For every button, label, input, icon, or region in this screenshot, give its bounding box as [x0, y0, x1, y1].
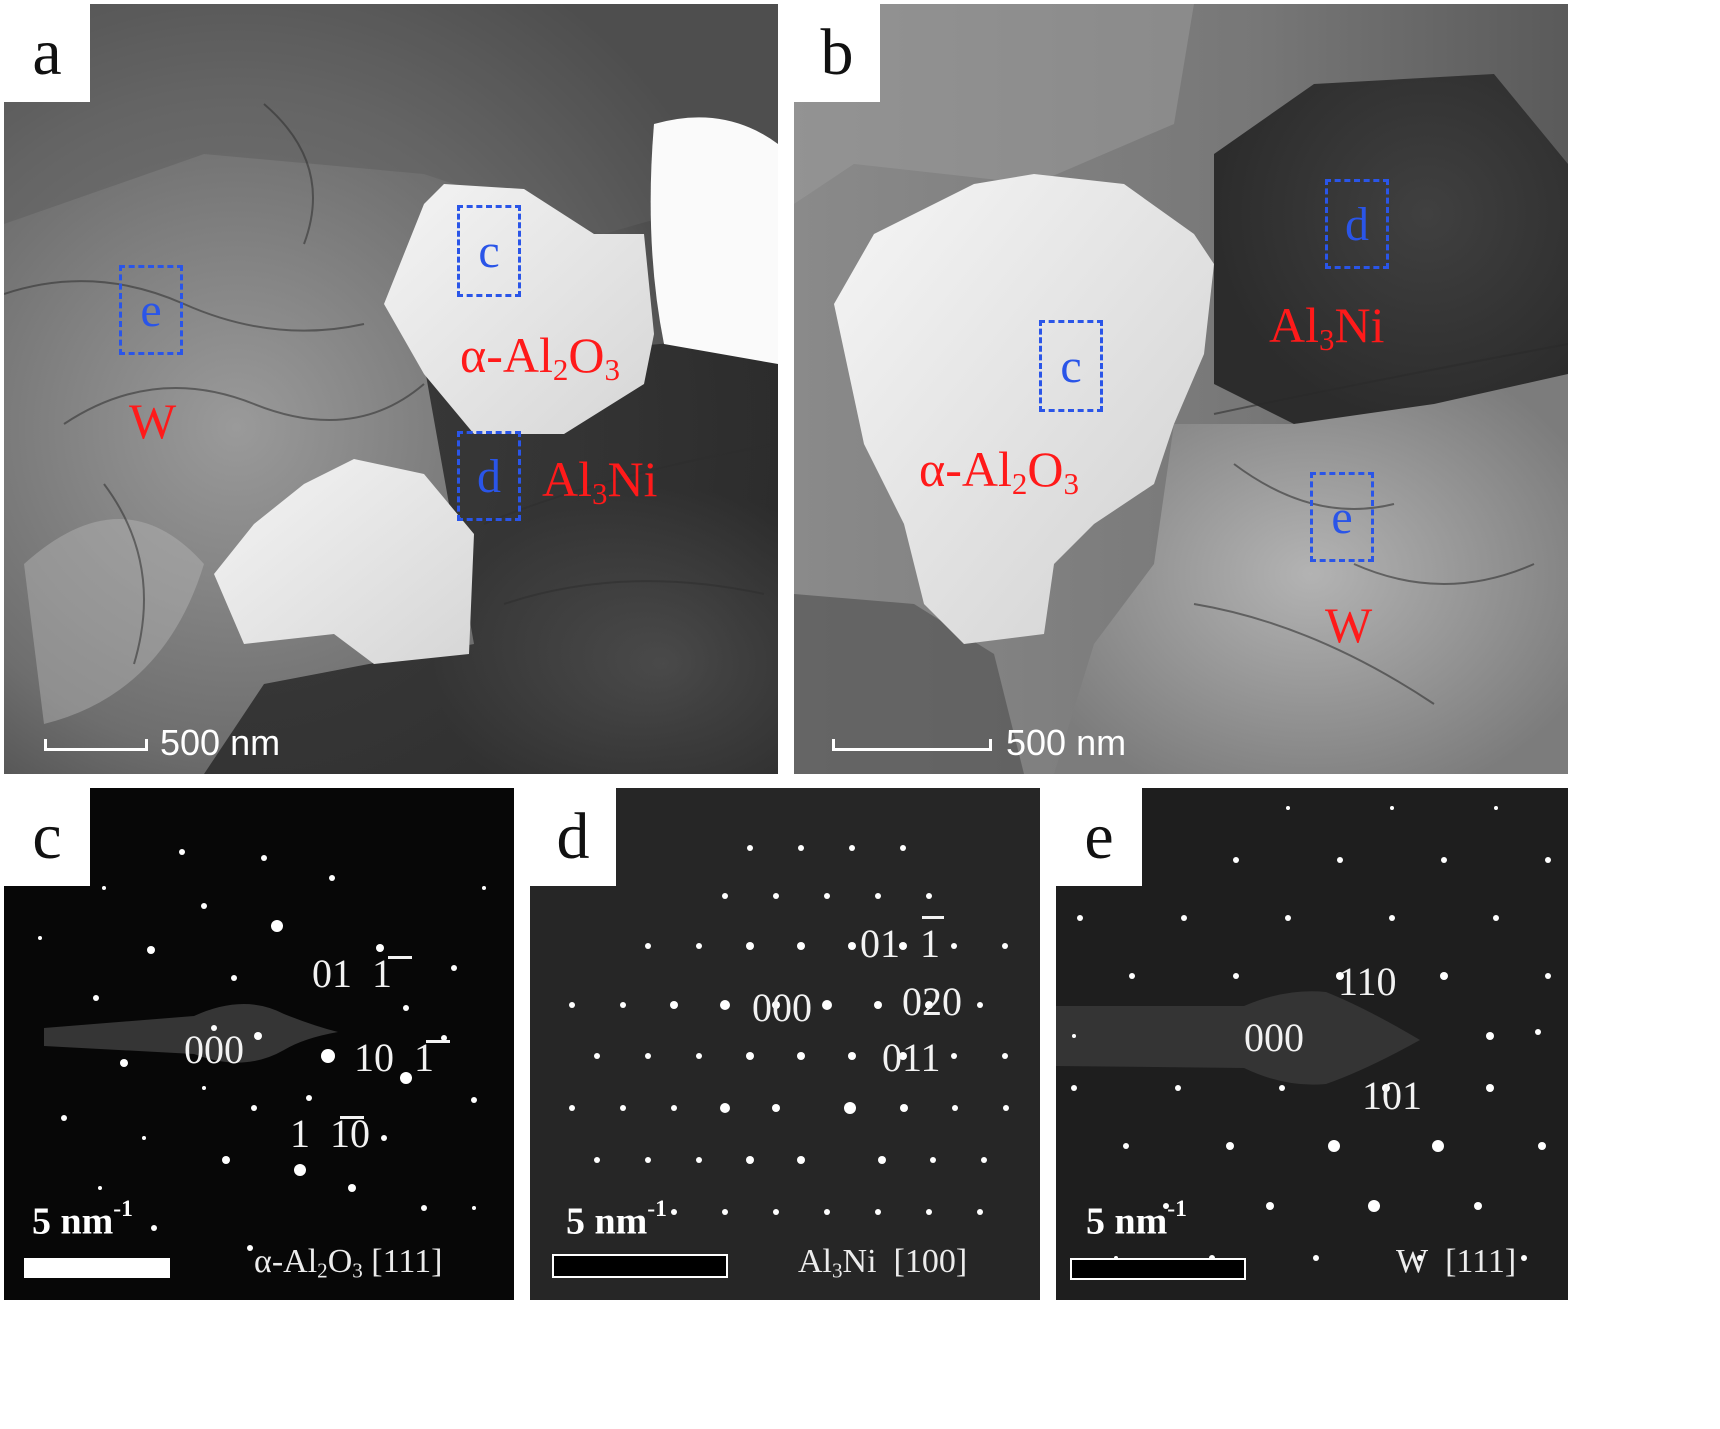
- scale-bar-label: 500 nm: [160, 722, 281, 763]
- panel-letter-a: a: [4, 4, 90, 102]
- spot-index-10-1: 10 1: [354, 1035, 434, 1080]
- selected-area-box-c: c: [1039, 320, 1103, 412]
- spot-index-110: 110: [1338, 959, 1397, 1004]
- selected-area-box-c: c: [457, 205, 521, 297]
- panel-letter-d: d: [530, 788, 616, 886]
- scale-bar-rect: [1070, 1258, 1246, 1280]
- panel-b-tem-image: b d c e Al3Ni α-Al2O3 W 500 nm: [794, 4, 1568, 774]
- phase-label-al3ni: Al3Ni: [542, 451, 658, 511]
- panel-e-diffraction: e 110 000 101 5 nm-1 W [111]: [1056, 788, 1568, 1300]
- panel-a-tem-image: a c e d α-Al2O3 Al3Ni W 500 nm: [4, 4, 778, 774]
- spot-index-000: 000: [752, 985, 812, 1030]
- spot-index-101: 101: [1362, 1073, 1422, 1118]
- spot-index-020: 020: [902, 979, 962, 1024]
- overbar: [340, 1116, 364, 1119]
- overbar: [388, 956, 412, 959]
- zone-axis-label: W [111]: [1396, 1243, 1517, 1280]
- phase-label-alumina: α-Al2O3: [460, 327, 620, 387]
- zone-axis-label: α-Al2O3 [111]: [254, 1243, 443, 1283]
- panel-d-diffraction: d 01 1 000 020 011 5 nm-1 Al3Ni [100]: [530, 788, 1040, 1300]
- phase-label-al3ni: Al3Ni: [1269, 297, 1385, 357]
- tem-micrograph-a: [4, 4, 778, 774]
- scale-bar-label: 5 nm-1: [32, 1196, 133, 1243]
- spot-index-01-1: 01 1: [860, 921, 940, 966]
- spot-index-011: 011: [882, 1035, 941, 1080]
- panel-letter-b: b: [794, 4, 880, 102]
- phase-label-alumina: α-Al2O3: [919, 441, 1079, 501]
- spot-index-000: 000: [1244, 1015, 1304, 1060]
- selected-area-box-d: d: [1325, 179, 1389, 269]
- scale-bar-label: 5 nm-1: [566, 1196, 667, 1243]
- panel-c-diffraction: c 000 01 1 10 1 1 10 5 nm-1 α-Al2O3 [111…: [4, 788, 514, 1300]
- selected-area-box-d: d: [457, 431, 521, 521]
- scale-bar-line: [44, 739, 148, 751]
- scale-bar-rect: [24, 1258, 170, 1278]
- scale-bar-rect: [552, 1254, 728, 1278]
- scale-bar-label: 5 nm-1: [1086, 1196, 1187, 1243]
- panel-letter-e: e: [1056, 788, 1142, 886]
- panel-letter-c: c: [4, 788, 90, 886]
- tem-micrograph-b: [794, 4, 1568, 774]
- spot-index-01-1: 01 1: [312, 951, 392, 996]
- zone-axis-label: Al3Ni [100]: [798, 1243, 968, 1283]
- phase-label-w: W: [129, 393, 177, 449]
- scale-bar-line: [832, 739, 992, 751]
- phase-label-w: W: [1325, 597, 1373, 653]
- selected-area-box-e: e: [119, 265, 183, 355]
- scale-bar-label: 500 nm: [1006, 722, 1127, 763]
- overbar: [922, 916, 944, 919]
- spot-index-1-10: 1 10: [290, 1111, 370, 1156]
- spot-index-000: 000: [184, 1027, 244, 1072]
- overbar: [426, 1040, 450, 1043]
- selected-area-box-e: e: [1310, 472, 1374, 562]
